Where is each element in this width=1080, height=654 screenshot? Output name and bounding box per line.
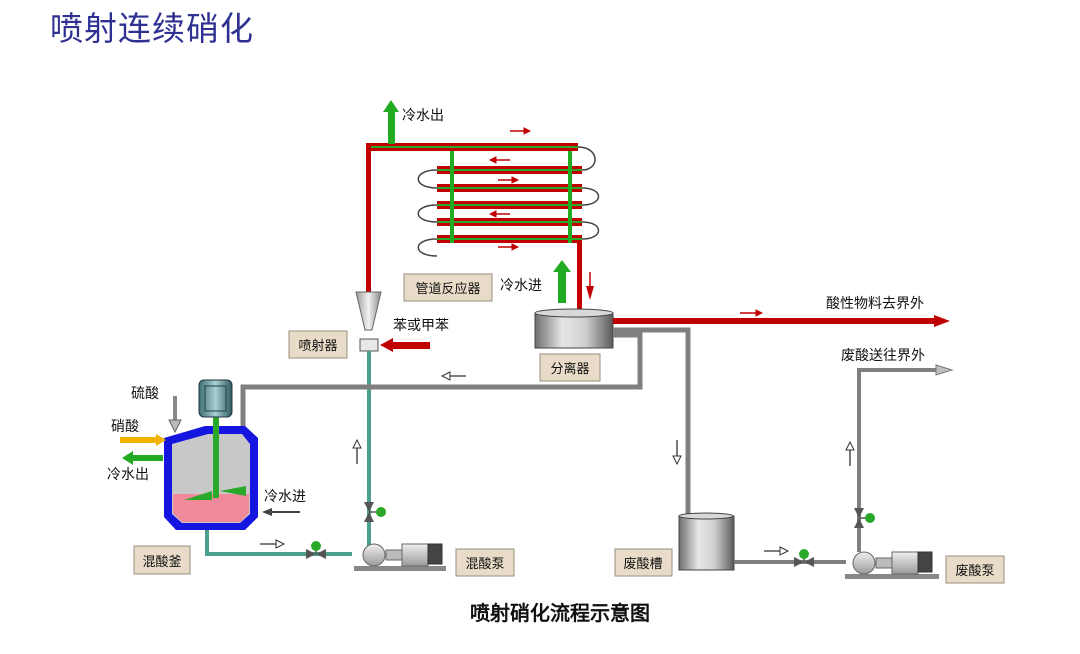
cold-water-in-reactor-label: 冷水进 <box>500 278 542 294</box>
benzene-feed-label: 苯或甲苯 <box>393 317 449 334</box>
label-waste-tank: 废酸槽 <box>614 548 673 577</box>
flow-arrow-icon <box>352 438 362 464</box>
flow-arrow-icon <box>845 440 855 466</box>
valve-icon <box>794 549 814 567</box>
flow-arrow-icon <box>440 371 466 381</box>
flow-arrow-icon <box>488 127 532 251</box>
recycle-pipe <box>240 332 643 430</box>
flow-arrow-icon <box>672 440 682 466</box>
cold-water-out-kettle-arrow <box>122 451 163 465</box>
cold-water-out-arrow <box>383 100 399 144</box>
valve-icon <box>364 502 386 522</box>
benzene-feed-arrow <box>380 338 430 352</box>
mixing-kettle <box>164 410 258 530</box>
label-waste-pump: 废酸泵 <box>945 555 1005 584</box>
flow-arrow-icon <box>260 539 286 549</box>
motor-icon <box>198 379 233 418</box>
cold-water-in-arrow <box>553 260 571 303</box>
valve-icon <box>854 508 875 528</box>
nitric-acid-arrow <box>120 434 166 446</box>
label-separator: 分离器 <box>539 353 601 382</box>
cold-water-in-kettle-label: 冷水进 <box>264 489 306 505</box>
svg-text:分离器: 分离器 <box>550 361 589 377</box>
label-sprayer: 喷射器 <box>288 330 348 359</box>
svg-text:废酸槽: 废酸槽 <box>623 556 662 572</box>
label-pipe-reactor: 管道反应器 <box>403 273 493 302</box>
label-mixing-pump: 混酸泵 <box>455 548 515 577</box>
separator-vessel <box>534 308 614 349</box>
flow-arrow-icon <box>586 286 594 300</box>
pump-icon <box>845 551 939 579</box>
nitric-acid-label: 硝酸 <box>111 419 139 435</box>
flow-arrow-icon <box>740 309 764 317</box>
cold-water-in-kettle-arrow <box>262 508 300 516</box>
svg-text:喷射器: 喷射器 <box>298 338 337 354</box>
svg-text:混酸泵: 混酸泵 <box>465 557 504 572</box>
waste-acid-riser <box>857 368 938 552</box>
sulfuric-acid-label: 硫酸 <box>131 386 159 402</box>
flow-arrow-icon <box>764 546 790 556</box>
flow-arrow-icon <box>935 364 954 376</box>
pipe-reactor-coil <box>366 127 600 313</box>
sprayer-nozzle <box>355 291 382 352</box>
kettle-outlet-pipe <box>205 530 352 556</box>
waste-acid-pipe <box>613 327 691 516</box>
sulfuric-acid-arrow <box>168 396 182 434</box>
waste-acid-tank <box>678 512 735 571</box>
label-mixing-kettle: 混酸釜 <box>133 545 191 575</box>
svg-text:废酸泵: 废酸泵 <box>955 563 994 579</box>
valve-icon <box>306 541 326 559</box>
pump-icon <box>354 543 446 571</box>
svg-text:管道反应器: 管道反应器 <box>415 281 480 297</box>
diagram-caption: 喷射硝化流程示意图 <box>470 601 650 625</box>
page-title: 喷射连续硝化 <box>50 9 254 48</box>
svg-text:混酸釜: 混酸釜 <box>142 555 181 570</box>
cold-water-out-kettle-label: 冷水出 <box>107 467 149 483</box>
waste-acid-out-label: 废酸送往界外 <box>841 348 925 364</box>
acid-material-out-label: 酸性物料去界外 <box>826 296 924 312</box>
cold-water-out-top-label: 冷水出 <box>402 108 444 124</box>
